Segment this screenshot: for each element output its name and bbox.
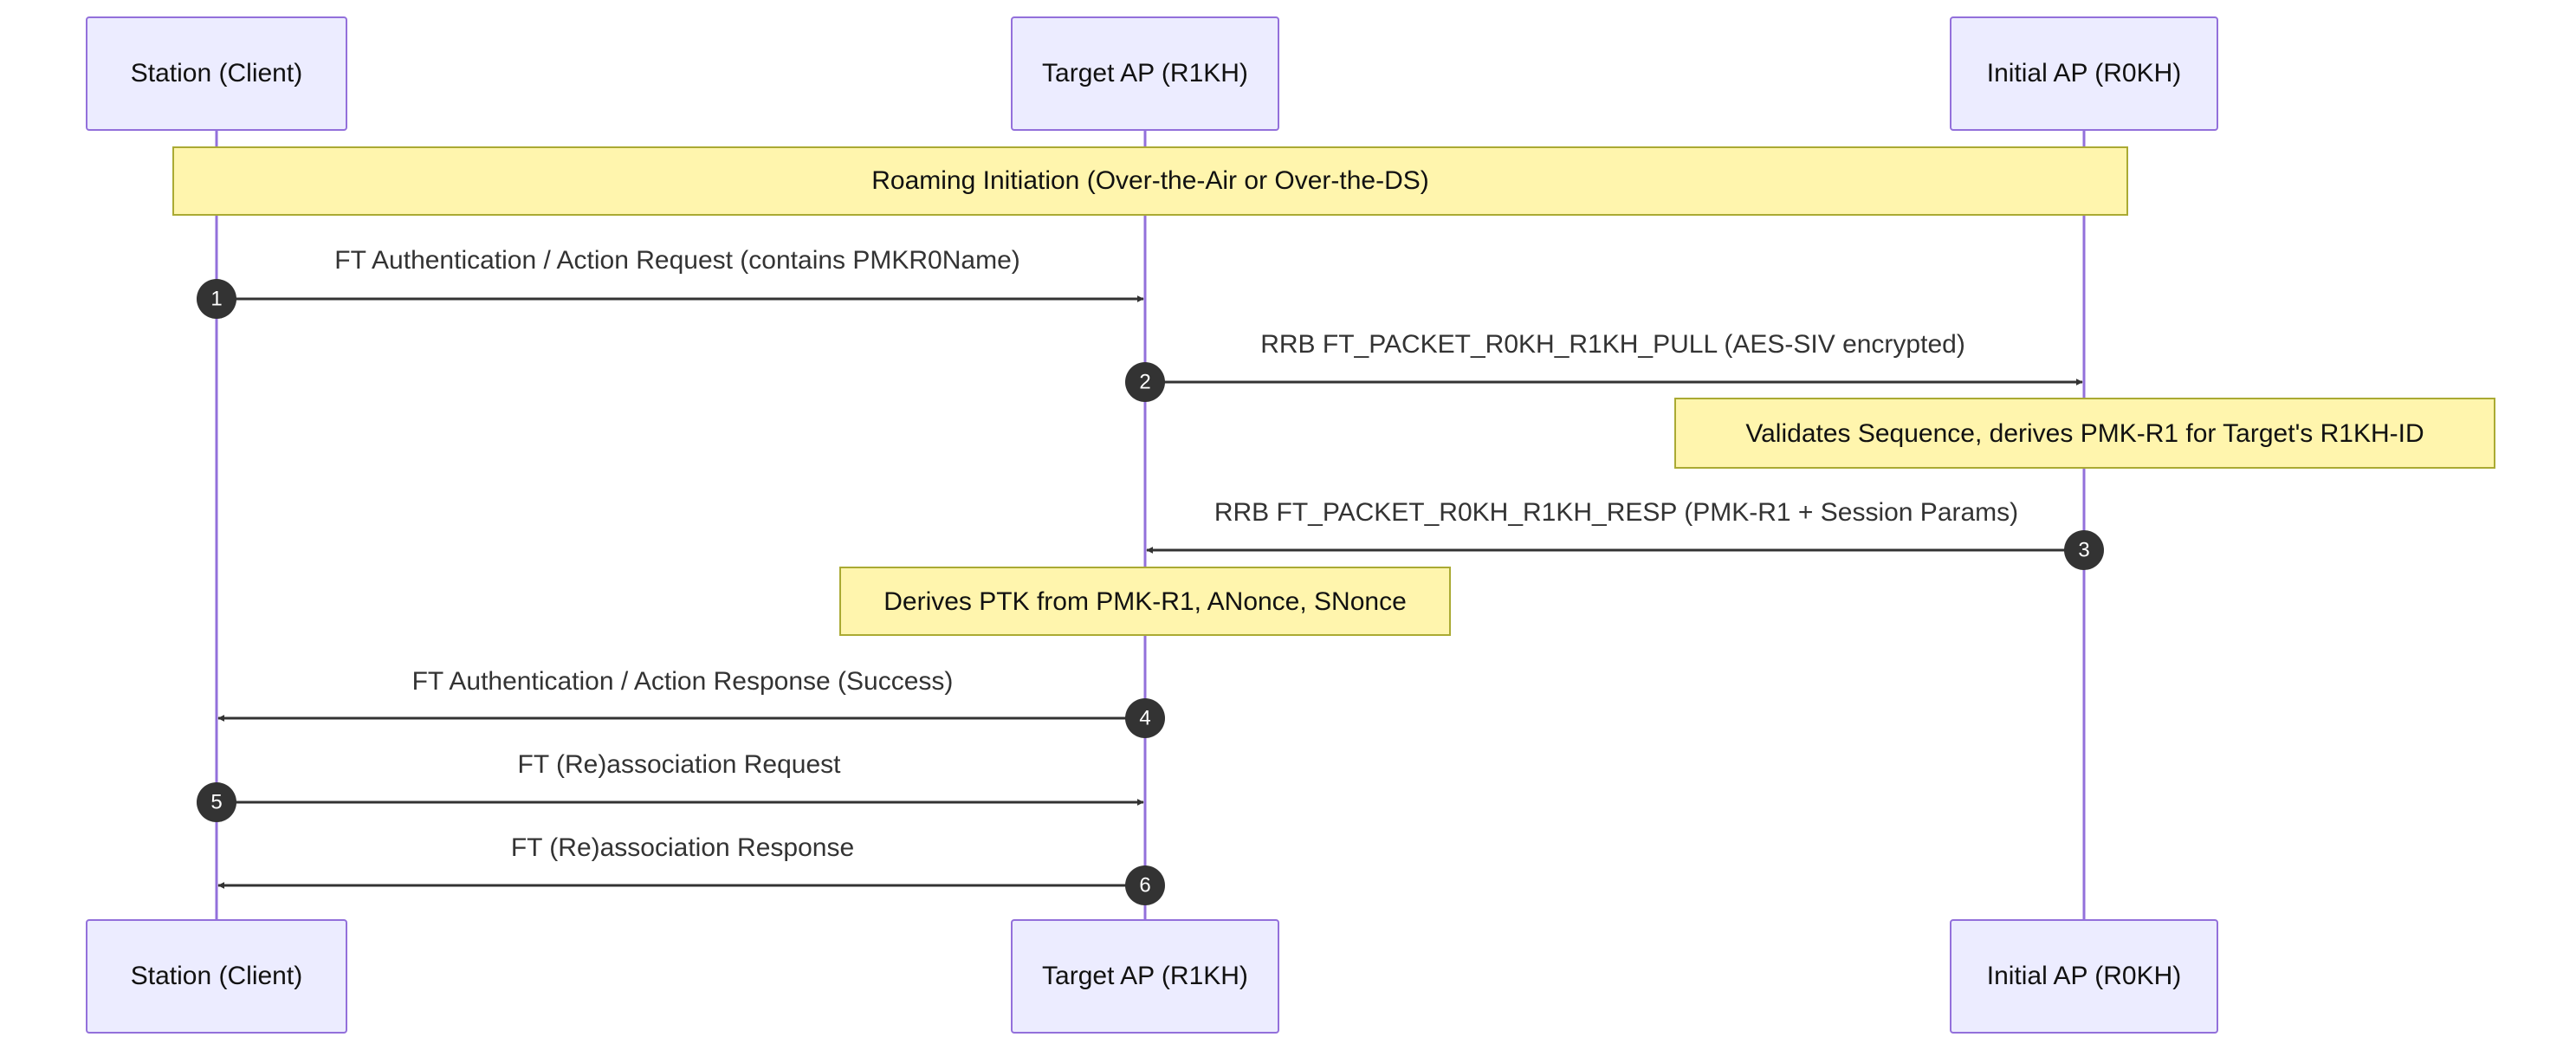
sequence-number-6-text: 6 bbox=[1139, 873, 1150, 897]
sequence-number-5 bbox=[197, 782, 236, 822]
message-5: FT (Re)association Request 5 bbox=[197, 750, 1144, 822]
note-derives-ptk: Derives PTK from PMK-R1, ANonce, SNonce bbox=[839, 567, 1451, 636]
sequence-number-5-text: 5 bbox=[210, 790, 222, 813]
actor-target-label: Target AP (R1KH) bbox=[1042, 59, 1248, 88]
message-6: FT (Re)association Response 6 bbox=[217, 833, 1165, 905]
message-3: RRB FT_PACKET_R0KH_R1KH_RESP (PMK-R1 + S… bbox=[1146, 498, 2104, 570]
sequence-number-2-text: 2 bbox=[1139, 370, 1150, 393]
actor-target-bottom: Target AP (R1KH) bbox=[1011, 919, 1279, 1034]
actor-initial-label: Initial AP (R0KH) bbox=[1987, 59, 2182, 88]
sequence-number-4-text: 4 bbox=[1139, 706, 1150, 729]
message-1-label: FT Authentication / Action Request (cont… bbox=[334, 246, 1020, 275]
message-2: RRB FT_PACKET_R0KH_R1KH_PULL (AES-SIV en… bbox=[1125, 330, 2083, 402]
message-2-label: RRB FT_PACKET_R0KH_R1KH_PULL (AES-SIV en… bbox=[1260, 330, 1965, 359]
actor-target-top: Target AP (R1KH) bbox=[1011, 16, 1279, 131]
actor-initial-bottom: Initial AP (R0KH) bbox=[1950, 919, 2218, 1034]
sequence-number-2 bbox=[1125, 362, 1165, 402]
message-6-label: FT (Re)association Response bbox=[511, 833, 854, 862]
actor-station-top: Station (Client) bbox=[86, 16, 347, 131]
sequence-number-1 bbox=[197, 279, 236, 319]
message-4-label: FT Authentication / Action Response (Suc… bbox=[412, 667, 954, 696]
actor-station-bottom: Station (Client) bbox=[86, 919, 347, 1034]
message-3-label: RRB FT_PACKET_R0KH_R1KH_RESP (PMK-R1 + S… bbox=[1214, 498, 2018, 527]
sequence-number-4 bbox=[1125, 698, 1165, 738]
note-validates-sequence-text: Validates Sequence, derives PMK-R1 for T… bbox=[1745, 419, 2424, 448]
message-5-label: FT (Re)association Request bbox=[518, 750, 842, 779]
note-roaming-initiation: Roaming Initiation (Over-the-Air or Over… bbox=[172, 146, 2128, 216]
actor-target-bottom-label: Target AP (R1KH) bbox=[1042, 962, 1248, 990]
message-1: FT Authentication / Action Request (cont… bbox=[197, 246, 1144, 319]
actor-initial-bottom-label: Initial AP (R0KH) bbox=[1987, 962, 2182, 990]
note-validates-sequence: Validates Sequence, derives PMK-R1 for T… bbox=[1674, 398, 2495, 469]
sequence-number-3 bbox=[2064, 530, 2104, 570]
sequence-number-3-text: 3 bbox=[2078, 538, 2089, 561]
actor-station-label: Station (Client) bbox=[131, 59, 302, 88]
actor-station-bottom-label: Station (Client) bbox=[131, 962, 302, 990]
message-4: FT Authentication / Action Response (Suc… bbox=[217, 667, 1165, 738]
note-derives-ptk-text: Derives PTK from PMK-R1, ANonce, SNonce bbox=[883, 587, 1407, 616]
actor-initial-top: Initial AP (R0KH) bbox=[1950, 16, 2218, 131]
sequence-number-6 bbox=[1125, 865, 1165, 905]
note-roaming-initiation-text: Roaming Initiation (Over-the-Air or Over… bbox=[871, 166, 1429, 195]
sequence-number-1-text: 1 bbox=[210, 287, 222, 310]
